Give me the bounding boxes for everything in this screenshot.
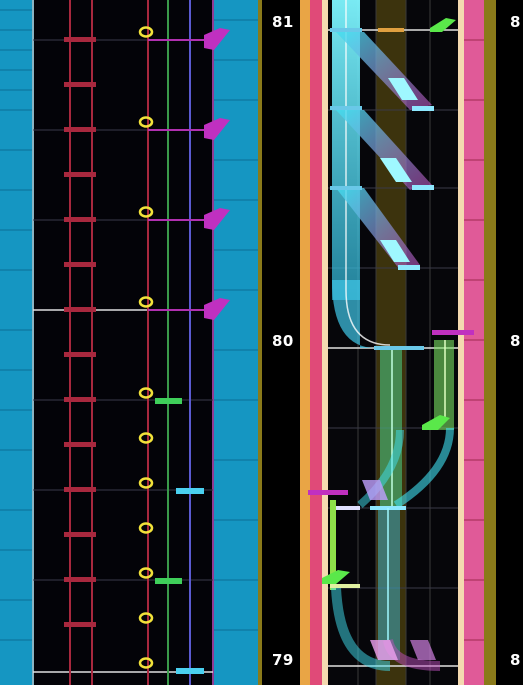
- tap-note: [138, 116, 154, 128]
- tap-note: [138, 206, 154, 218]
- top-hold-note: [378, 28, 404, 32]
- partial-measure-top: 8: [510, 13, 521, 31]
- slide-curve: [357, 429, 404, 509]
- flick-trails: [148, 39, 212, 311]
- tap-note: [138, 387, 154, 399]
- lane-highlight: [376, 0, 406, 685]
- partial-next-stripe: [484, 0, 496, 685]
- hold-note: [155, 398, 182, 404]
- right-chart-panel: [300, 0, 484, 685]
- flick-notes: [204, 28, 230, 320]
- slide-arrow: [362, 480, 388, 500]
- magenta-flick: [308, 490, 348, 495]
- tap-note: [138, 296, 154, 308]
- slide-note: [176, 488, 204, 494]
- red-lane-ticks: [64, 37, 96, 627]
- left-playfield: [32, 0, 214, 685]
- slide-diag: [336, 110, 432, 190]
- flick-note: [204, 28, 230, 50]
- olive-strip: [258, 0, 262, 685]
- slide-note: [176, 668, 204, 674]
- right-side-stripe: [214, 0, 258, 685]
- flick-note: [204, 208, 230, 230]
- green-hold-body: [380, 348, 402, 508]
- slide-arrow: [380, 158, 412, 182]
- red-lanes: [69, 0, 149, 685]
- green-hold-body: [434, 340, 454, 430]
- tap-note: [138, 477, 154, 489]
- left-chart-panel: [0, 0, 258, 685]
- left-border-stripe: [300, 0, 310, 685]
- tap-notes: [138, 26, 154, 669]
- tap-note: [138, 612, 154, 624]
- slide-end-note: [412, 185, 434, 190]
- left-side-stripe: [0, 0, 32, 685]
- slide-arrow: [370, 640, 398, 660]
- measure-number-top: 81: [272, 13, 294, 31]
- green-flick: [422, 415, 450, 430]
- partial-measure-middle: 8: [510, 332, 521, 350]
- flick-note: [204, 298, 230, 320]
- partial-measure-bottom: 8: [510, 651, 521, 669]
- flick-note: [204, 118, 230, 140]
- slide-curve: [393, 427, 454, 509]
- tap-note: [138, 432, 154, 444]
- left-chart-svg: [0, 0, 258, 685]
- partial-next-panel: [484, 0, 523, 685]
- measure-number-middle: 80: [272, 332, 294, 350]
- green-flick: [322, 570, 350, 584]
- tap-note: [138, 26, 154, 38]
- tap-note: [138, 567, 154, 579]
- slide-arrow: [410, 640, 436, 660]
- hold-note: [155, 578, 182, 584]
- right-chart-svg: [300, 0, 484, 685]
- top-flick-note: [430, 18, 456, 32]
- tap-note: [138, 657, 154, 669]
- left-border-pink: [310, 0, 322, 685]
- tap-note: [138, 522, 154, 534]
- slide-end-note: [398, 265, 420, 270]
- measure-number-bottom: 79: [272, 651, 294, 669]
- slide-arrow: [380, 240, 410, 262]
- slide-end-note: [412, 106, 434, 111]
- slide-arrow: [388, 78, 418, 100]
- magenta-flick: [432, 330, 474, 335]
- stripe-lines: [0, 9, 258, 641]
- right-border-pink: [464, 0, 484, 685]
- measure-gutter: [258, 0, 300, 685]
